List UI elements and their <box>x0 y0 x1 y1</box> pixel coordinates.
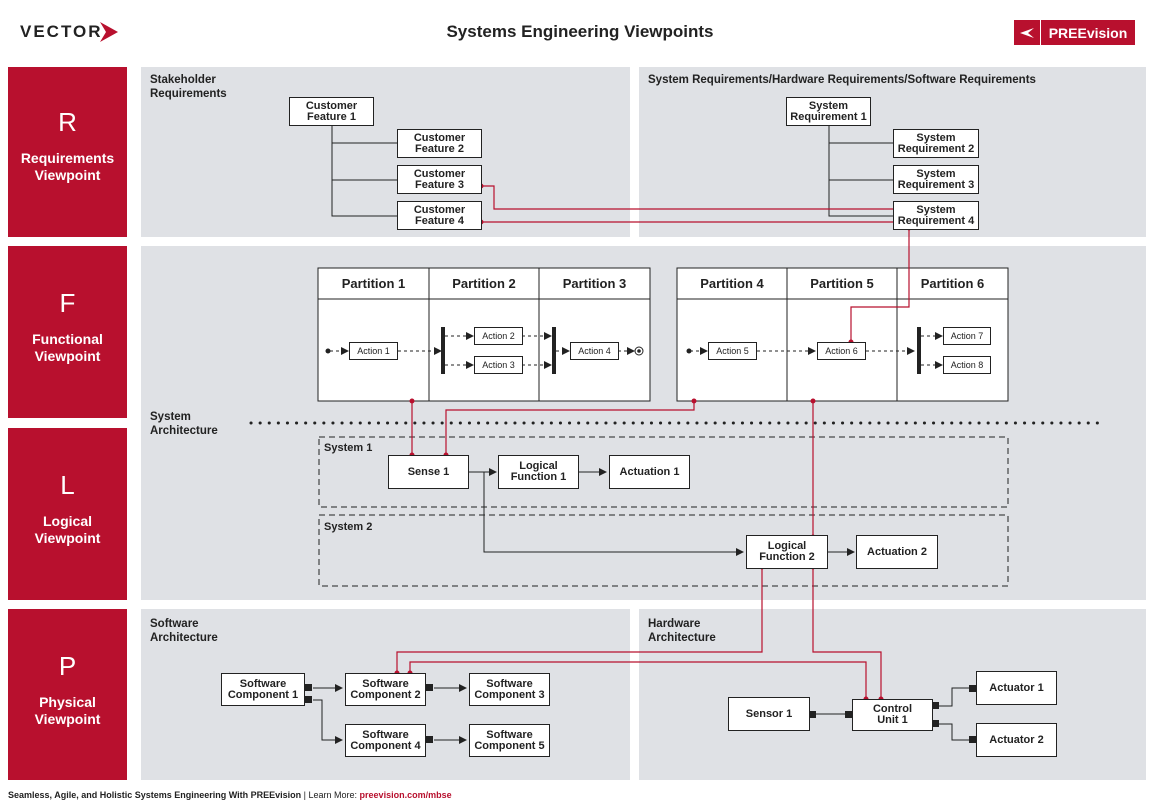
preevision-bird-icon <box>1014 20 1041 45</box>
viewpoint-name: Functional Viewpoint <box>32 331 103 364</box>
action-4: Action 4 <box>570 342 619 360</box>
sensor-1-box: Sensor 1 <box>728 697 810 731</box>
system-1-label: System 1 <box>324 442 373 454</box>
action-7: Action 7 <box>943 327 991 345</box>
software-component-1: Software Component 1 <box>221 673 305 706</box>
system-requirement-1: System Requirement 1 <box>786 97 871 126</box>
software-component-4: Software Component 4 <box>345 724 426 757</box>
vector-logo: VECTOR <box>20 22 103 41</box>
actuator-1-box: Actuator 1 <box>976 671 1057 705</box>
system-requirement-4: System Requirement 4 <box>893 201 979 230</box>
page-title: Systems Engineering Viewpoints <box>446 22 714 41</box>
hardware-panel <box>639 609 1146 780</box>
customer-feature-2: Customer Feature 2 <box>397 129 482 158</box>
viewpoint-name: Requirements Viewpoint <box>20 150 115 183</box>
partition-2-header: Partition 2 <box>452 276 516 291</box>
logical-function-1-box: Logical Function 1 <box>498 455 579 489</box>
viewpoint-name: Physical Viewpoint <box>34 694 101 727</box>
system-architecture-label: System Architecture <box>150 411 218 437</box>
actuation-1-box: Actuation 1 <box>609 455 690 489</box>
preevision-logo: PREEvision <box>1014 20 1135 45</box>
footer-link[interactable]: preevision.com/mbse <box>359 790 452 800</box>
viewpoint-letter: R <box>58 107 77 137</box>
actuator-2-box: Actuator 2 <box>976 723 1057 757</box>
footer: Seamless, Agile, and Holistic Systems En… <box>8 790 452 800</box>
viewpoint-name: Logical Viewpoint <box>34 513 101 546</box>
viewpoint-letter: P <box>58 651 77 681</box>
vector-chevron-icon <box>100 22 118 42</box>
software-component-2: Software Component 2 <box>345 673 426 706</box>
actuation-2-box: Actuation 2 <box>856 535 938 569</box>
partition-6-header: Partition 6 <box>920 276 985 291</box>
action-3: Action 3 <box>474 356 523 374</box>
footer-learn-more: | Learn More: <box>301 790 360 800</box>
action-1: Action 1 <box>349 342 398 360</box>
viewpoint-letter: L <box>60 470 75 500</box>
viewpoint-logical: L Logical Viewpoint <box>8 428 127 600</box>
partition-3-header: Partition 3 <box>562 276 627 291</box>
action-2: Action 2 <box>474 327 523 345</box>
stakeholder-label: Stakeholder Requirements <box>150 74 227 100</box>
logical-function-2-box: Logical Function 2 <box>746 535 828 569</box>
partition-5-header: Partition 5 <box>810 276 874 291</box>
sense-1-box: Sense 1 <box>388 455 469 489</box>
viewpoint-physical: P Physical Viewpoint <box>8 609 127 780</box>
system-requirements-label: System Requirements/Hardware Requirement… <box>648 74 1036 86</box>
customer-feature-1: Customer Feature 1 <box>289 97 374 126</box>
preevision-label: PREEvision <box>1048 24 1128 41</box>
software-architecture-label: Software Architecture <box>150 618 218 644</box>
system-requirement-3: System Requirement 3 <box>893 165 979 194</box>
viewpoint-requirements: R Requirements Viewpoint <box>8 67 127 237</box>
viewpoint-letter: F <box>59 288 76 318</box>
action-8: Action 8 <box>943 356 991 374</box>
action-5: Action 5 <box>708 342 757 360</box>
hardware-architecture-label: Hardware Architecture <box>648 618 716 644</box>
customer-feature-4: Customer Feature 4 <box>397 201 482 230</box>
viewpoint-functional: F Functional Viewpoint <box>8 246 127 418</box>
control-unit-1-box: Control Unit 1 <box>852 699 933 731</box>
action-6: Action 6 <box>817 342 866 360</box>
customer-feature-3: Customer Feature 3 <box>397 165 482 194</box>
system-requirement-2: System Requirement 2 <box>893 129 979 158</box>
footer-tagline: Seamless, Agile, and Holistic Systems En… <box>8 790 302 800</box>
partition-4-header: Partition 4 <box>700 276 764 291</box>
system-2-label: System 2 <box>324 521 373 533</box>
partition-1-header: Partition 1 <box>341 276 406 291</box>
software-component-3: Software Component 3 <box>469 673 550 706</box>
software-component-5: Software Component 5 <box>469 724 550 757</box>
